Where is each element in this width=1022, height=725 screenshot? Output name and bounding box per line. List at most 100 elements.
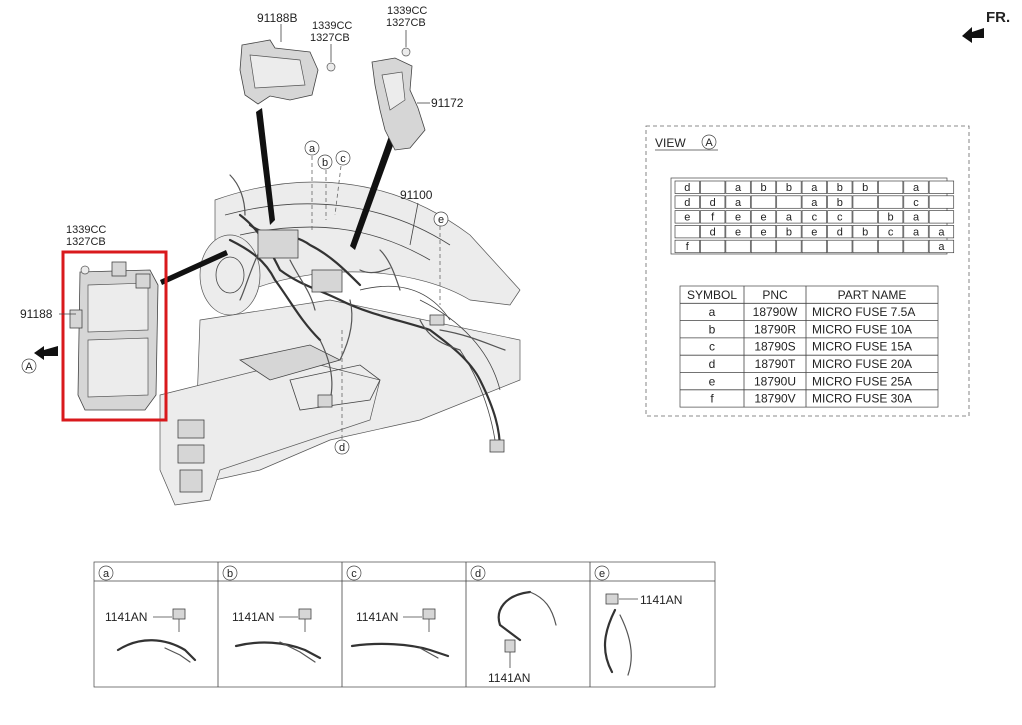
bracket-91188b bbox=[239, 24, 319, 105]
fuse-slot: d bbox=[674, 180, 700, 194]
screw-label-top-left-1: 1339CC bbox=[312, 20, 352, 32]
fuse-slot bbox=[801, 239, 827, 254]
fuse-slot-label: c bbox=[812, 212, 818, 224]
detail-a: a 1141AN bbox=[98, 565, 197, 663]
fuse-slot: a bbox=[928, 225, 955, 238]
fuse-slot: b bbox=[776, 225, 802, 238]
front-label: FR. bbox=[986, 9, 1010, 26]
bolt-icon bbox=[172, 608, 186, 620]
svg-text:a: a bbox=[309, 143, 316, 155]
part-label-91172: 91172 bbox=[431, 96, 464, 110]
fuse-slot-label: a bbox=[938, 226, 945, 238]
part-label-91188: 91188 bbox=[20, 307, 53, 321]
screw-label-module-1: 1339CC bbox=[66, 224, 106, 236]
fuse-slot-label: c bbox=[837, 212, 843, 224]
fuse-slot bbox=[878, 180, 904, 194]
fuse-slot-label: b bbox=[862, 226, 868, 238]
fuse-slot: d bbox=[827, 225, 853, 238]
fuse-slot: b bbox=[776, 180, 802, 194]
callout-e: e bbox=[433, 211, 449, 227]
fuse-slot-label: d bbox=[837, 226, 843, 238]
dashboard-illustration bbox=[159, 181, 521, 506]
bolt-icon bbox=[298, 608, 312, 620]
fuse-slot bbox=[776, 195, 802, 209]
fuse-slot-label: b bbox=[862, 182, 868, 194]
table-cell: b bbox=[709, 322, 716, 336]
fuse-slot: a bbox=[801, 180, 827, 194]
table-cell: d bbox=[709, 357, 716, 371]
fuse-slot bbox=[674, 225, 700, 239]
screw-label-top-right-1: 1339CC bbox=[387, 5, 427, 17]
fuse-slot: b bbox=[827, 195, 853, 209]
svg-text:c: c bbox=[340, 153, 346, 165]
fuse-slot bbox=[700, 180, 726, 194]
screw-label-top-right-2: 1327CB bbox=[386, 17, 426, 29]
fuse-slot-label: e bbox=[760, 226, 766, 238]
fuse-slot: d bbox=[700, 225, 726, 238]
fuse-slot-label: a bbox=[735, 182, 742, 194]
table-cell: 18790U bbox=[754, 374, 796, 388]
fuse-slot: a bbox=[801, 195, 827, 209]
fuse-slot-label: e bbox=[811, 226, 817, 238]
fuse-slot: c bbox=[903, 195, 929, 209]
fuse-slot: c bbox=[801, 210, 827, 224]
table-cell: 18790V bbox=[754, 392, 795, 406]
fuse-slot bbox=[725, 239, 751, 254]
fuse-slot: f bbox=[700, 210, 726, 224]
svg-text:a: a bbox=[103, 568, 110, 580]
table-cell: e bbox=[709, 374, 716, 388]
table-cell: c bbox=[709, 340, 715, 354]
part-label-91100: 91100 bbox=[400, 188, 433, 202]
fuse-slot bbox=[852, 210, 878, 224]
table-cell: 18790T bbox=[755, 357, 796, 371]
fuse-slot-label: c bbox=[888, 226, 894, 238]
bolt-icon bbox=[422, 608, 436, 620]
fuse-slot-label: d bbox=[684, 182, 690, 194]
fuse-slot-label: a bbox=[913, 226, 920, 238]
svg-text:e: e bbox=[438, 214, 444, 226]
fuse-slot-label: e bbox=[760, 212, 766, 224]
callout-a: a bbox=[304, 140, 320, 156]
fuse-slot-label: a bbox=[811, 182, 818, 194]
screw-icon-2 bbox=[401, 47, 411, 57]
detail-d: d 1141AN bbox=[470, 565, 557, 685]
fuse-slot bbox=[827, 239, 853, 254]
fuse-slot: b bbox=[852, 180, 878, 194]
fuse-slot-label: a bbox=[938, 241, 945, 253]
fuse-slot-label: b bbox=[837, 182, 843, 194]
fuse-slot bbox=[852, 195, 878, 209]
table-cell: 18790R bbox=[754, 322, 796, 336]
fuse-slot-label: f bbox=[686, 241, 690, 253]
table-cell: a bbox=[709, 305, 716, 319]
fuse-slot: c bbox=[878, 225, 904, 238]
detail-d-part: 1141AN bbox=[488, 671, 530, 685]
fuse-slot-label: b bbox=[760, 182, 766, 194]
front-direction-indicator: FR. bbox=[962, 9, 1010, 43]
fuse-slot-label: d bbox=[684, 197, 690, 209]
fuse-slot: e bbox=[750, 210, 777, 224]
fuse-slot: b bbox=[852, 225, 878, 238]
fuse-slot: e bbox=[750, 225, 777, 238]
detail-e-part: 1141AN bbox=[640, 593, 682, 607]
fuse-slot bbox=[878, 239, 904, 254]
front-arrow-icon bbox=[962, 27, 984, 43]
fuse-slot bbox=[903, 239, 929, 254]
fuse-slot-label: a bbox=[811, 197, 818, 209]
detail-panel bbox=[93, 561, 716, 688]
svg-text:b: b bbox=[322, 157, 328, 169]
fuse-slot: d bbox=[674, 195, 700, 209]
fuse-slot: c bbox=[827, 210, 853, 224]
fuse-slot bbox=[700, 239, 726, 254]
svg-text:b: b bbox=[227, 568, 233, 580]
fuse-slot-label: b bbox=[786, 182, 792, 194]
main-wiring-harness bbox=[228, 174, 506, 453]
fuse-slot: b bbox=[878, 210, 904, 224]
fuse-slot: b bbox=[750, 180, 777, 194]
fuse-slot-label: d bbox=[710, 197, 716, 209]
fuse-slot bbox=[750, 195, 777, 209]
fuse-slot bbox=[878, 195, 904, 209]
table-cell: MICRO FUSE 10A bbox=[812, 322, 912, 336]
view-panel-title: VIEW bbox=[655, 136, 686, 150]
table-header: SYMBOL bbox=[687, 288, 737, 302]
